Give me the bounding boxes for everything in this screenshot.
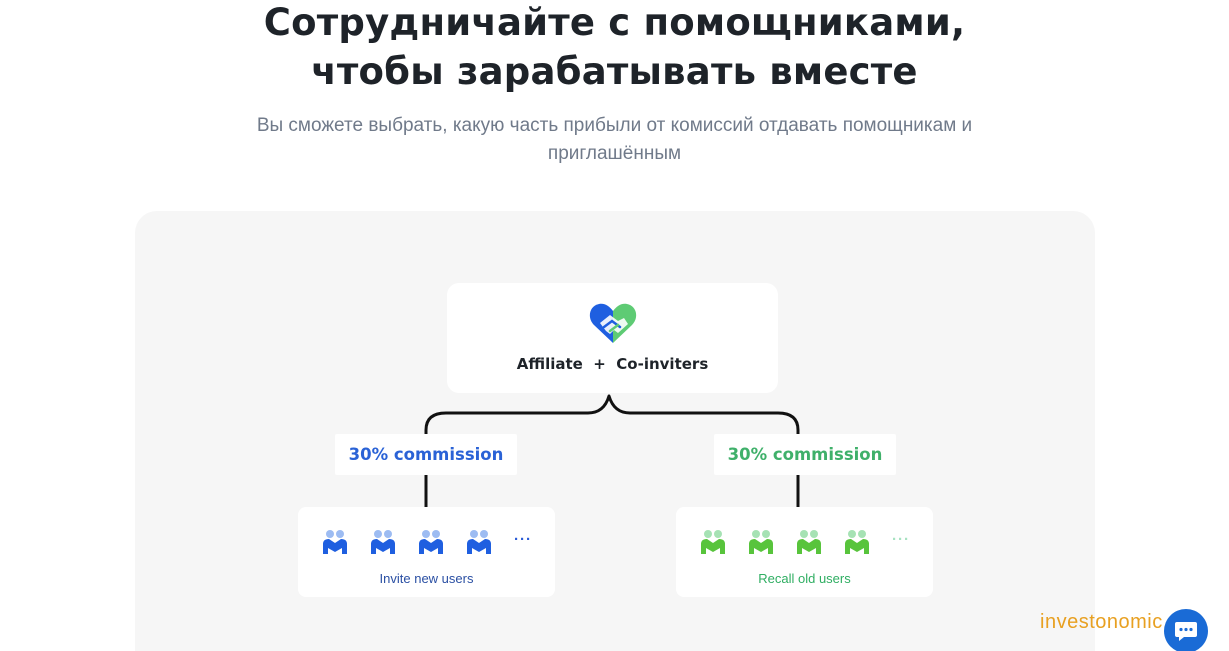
- green-users-icon: [845, 530, 869, 554]
- more-users-ellipsis: ···: [892, 531, 910, 548]
- hero-subtitle: Вы сможете выбрать, какую часть прибыли …: [256, 115, 973, 164]
- blue-users-icon: [419, 530, 443, 554]
- diagram-card: [135, 211, 1095, 651]
- blue-users-icon: [467, 530, 491, 554]
- green-users-icon: [797, 530, 821, 554]
- affiliate-label: Affiliate + Co-inviters: [516, 355, 709, 373]
- chat-button[interactable]: [1164, 609, 1208, 651]
- more-users-ellipsis: ···: [514, 531, 532, 548]
- old-users-icons: ···: [698, 527, 910, 555]
- recall-old-users-label: Recall old users: [758, 571, 851, 586]
- hero-title: Сотрудничайте с помощниками, чтобы зараб…: [263, 1, 966, 93]
- invite-new-users-box: ··· Invite new users: [298, 507, 555, 597]
- chat-bubble-icon: [1175, 622, 1197, 641]
- invite-new-users-label: Invite new users: [379, 571, 474, 586]
- affiliate-box: Affiliate + Co-inviters: [447, 283, 778, 393]
- green-users-icon: [701, 530, 725, 554]
- new-users-icons: ···: [320, 527, 532, 555]
- blue-users-icon: [371, 530, 395, 554]
- left-commission-badge: 30% commission: [335, 434, 517, 475]
- hero-section: Сотрудничайте с помощниками, чтобы зараб…: [0, 0, 1229, 168]
- site-watermark: investonomic.ru: [1040, 611, 1188, 633]
- blue-users-icon: [323, 530, 347, 554]
- handshake-heart-icon: [589, 303, 637, 343]
- green-users-icon: [749, 530, 773, 554]
- recall-old-users-box: ··· Recall old users: [676, 507, 933, 597]
- right-commission-badge: 30% commission: [714, 434, 896, 475]
